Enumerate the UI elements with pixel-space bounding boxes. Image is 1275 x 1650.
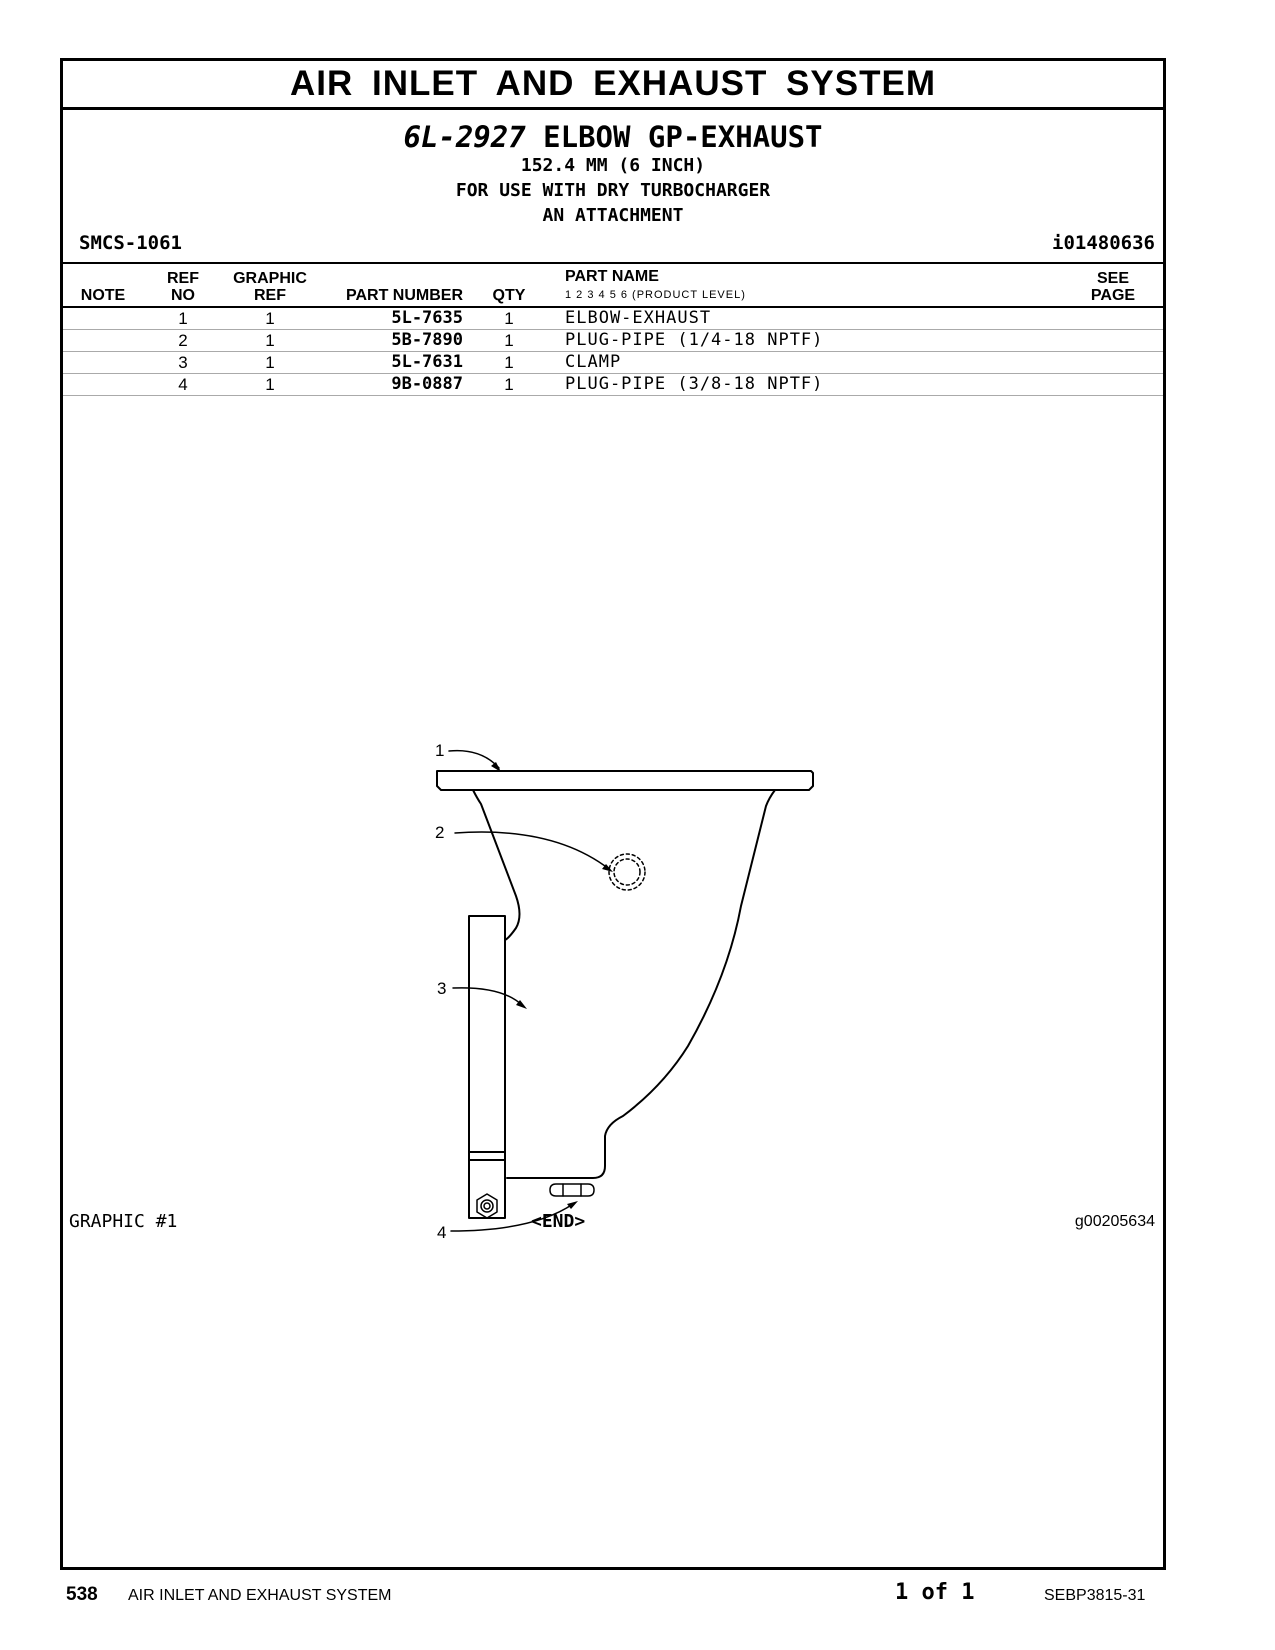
clamp-nut-shape	[476, 1193, 498, 1219]
cell-part-name: ELBOW-EXHAUST	[549, 307, 1063, 330]
cell-qty: 1	[469, 373, 549, 396]
cell-note	[63, 373, 143, 396]
table-row: 3 1 5L-7631 1 CLAMP	[63, 351, 1163, 374]
callout-4: 4	[437, 1223, 446, 1242]
group-title-line: 6L-2927 ELBOW GP-EXHAUST	[63, 121, 1163, 153]
cell-graphic-ref: 1	[223, 307, 317, 330]
table-row: 4 1 9B-0887 1 PLUG-PIPE (3/8-18 NPTF)	[63, 373, 1163, 396]
col-note: NOTE	[80, 287, 126, 304]
elbow-flange-shape	[436, 770, 814, 791]
cell-see-page	[1063, 329, 1163, 352]
col-qty: QTY	[492, 287, 526, 304]
footer-page-count: 1 of 1	[895, 1580, 975, 1605]
cell-qty: 1	[469, 307, 549, 330]
elbow-body-shape	[472, 789, 776, 1179]
cell-graphic-ref: 1	[223, 329, 317, 352]
graphic-label: GRAPHIC #1	[69, 1211, 178, 1232]
section-title: AIR INLET AND EXHAUST SYSTEM	[63, 61, 1163, 110]
cell-ref-no: 4	[143, 373, 223, 396]
cell-see-page	[1063, 307, 1163, 330]
cell-part-number: 5B-7890	[317, 329, 469, 352]
cell-note	[63, 329, 143, 352]
exploded-parts-drawing: 1 2 3 4	[435, 741, 814, 1242]
table-row: 1 1 5L-7635 1 ELBOW-EXHAUST	[63, 307, 1163, 330]
callout-3: 3	[437, 979, 446, 998]
cell-graphic-ref: 1	[223, 351, 317, 374]
callout-2: 2	[435, 823, 444, 842]
col-part-number: PART NUMBER	[345, 287, 463, 304]
cell-ref-no: 1	[143, 307, 223, 330]
pipe-plug-small-shape	[608, 853, 646, 891]
end-marker: <END>	[531, 1211, 586, 1232]
page-frame: AIR INLET AND EXHAUST SYSTEM 6L-2927 ELB…	[60, 58, 1166, 1570]
group-heading: 6L-2927 ELBOW GP-EXHAUST 152.4 MM (6 INC…	[63, 121, 1163, 228]
cell-see-page	[1063, 351, 1163, 374]
cell-qty: 1	[469, 329, 549, 352]
cell-ref-no: 2	[143, 329, 223, 352]
cell-part-name: PLUG-PIPE (1/4-18 NPTF)	[549, 329, 1063, 352]
group-part-number: 6L-2927	[403, 120, 526, 154]
cell-part-number: 5L-7635	[317, 307, 469, 330]
smcs-code: SMCS-1061	[79, 232, 182, 254]
cell-ref-no: 3	[143, 351, 223, 374]
cell-note	[63, 307, 143, 330]
group-subtitle-3: AN ATTACHMENT	[542, 205, 684, 226]
footer-section: AIR INLET AND EXHAUST SYSTEM	[128, 1587, 392, 1604]
graphic-id: g00205634	[1074, 1213, 1155, 1230]
cell-part-name: PLUG-PIPE (3/8-18 NPTF)	[549, 373, 1063, 396]
cell-note	[63, 351, 143, 374]
footer-document-id: SEBP3815-31	[1044, 1587, 1146, 1604]
table-row: 2 1 5B-7890 1 PLUG-PIPE (1/4-18 NPTF)	[63, 329, 1163, 352]
illustration-id: i01480636	[1052, 232, 1155, 254]
callout-1: 1	[435, 741, 444, 760]
cell-part-number: 5L-7631	[317, 351, 469, 374]
pipe-plug-large-shape	[549, 1183, 595, 1197]
group-name: ELBOW GP-EXHAUST	[543, 120, 823, 154]
footer-page-number: 538	[66, 1584, 98, 1605]
cell-qty: 1	[469, 351, 549, 374]
leader-arrowheads	[491, 762, 613, 1209]
cell-part-number: 9B-0887	[317, 373, 469, 396]
clamp-shape	[468, 915, 506, 1219]
group-subtitle-2: FOR USE WITH DRY TURBOCHARGER	[455, 180, 771, 201]
cell-part-name: CLAMP	[549, 351, 1063, 374]
product-level-scale: 1 2 3 4 5 6 (PRODUCT LEVEL)	[565, 289, 746, 301]
cell-graphic-ref: 1	[223, 373, 317, 396]
group-subtitle-1: 152.4 MM (6 INCH)	[520, 155, 706, 176]
cell-see-page	[1063, 373, 1163, 396]
leader-lines	[448, 749, 610, 1232]
